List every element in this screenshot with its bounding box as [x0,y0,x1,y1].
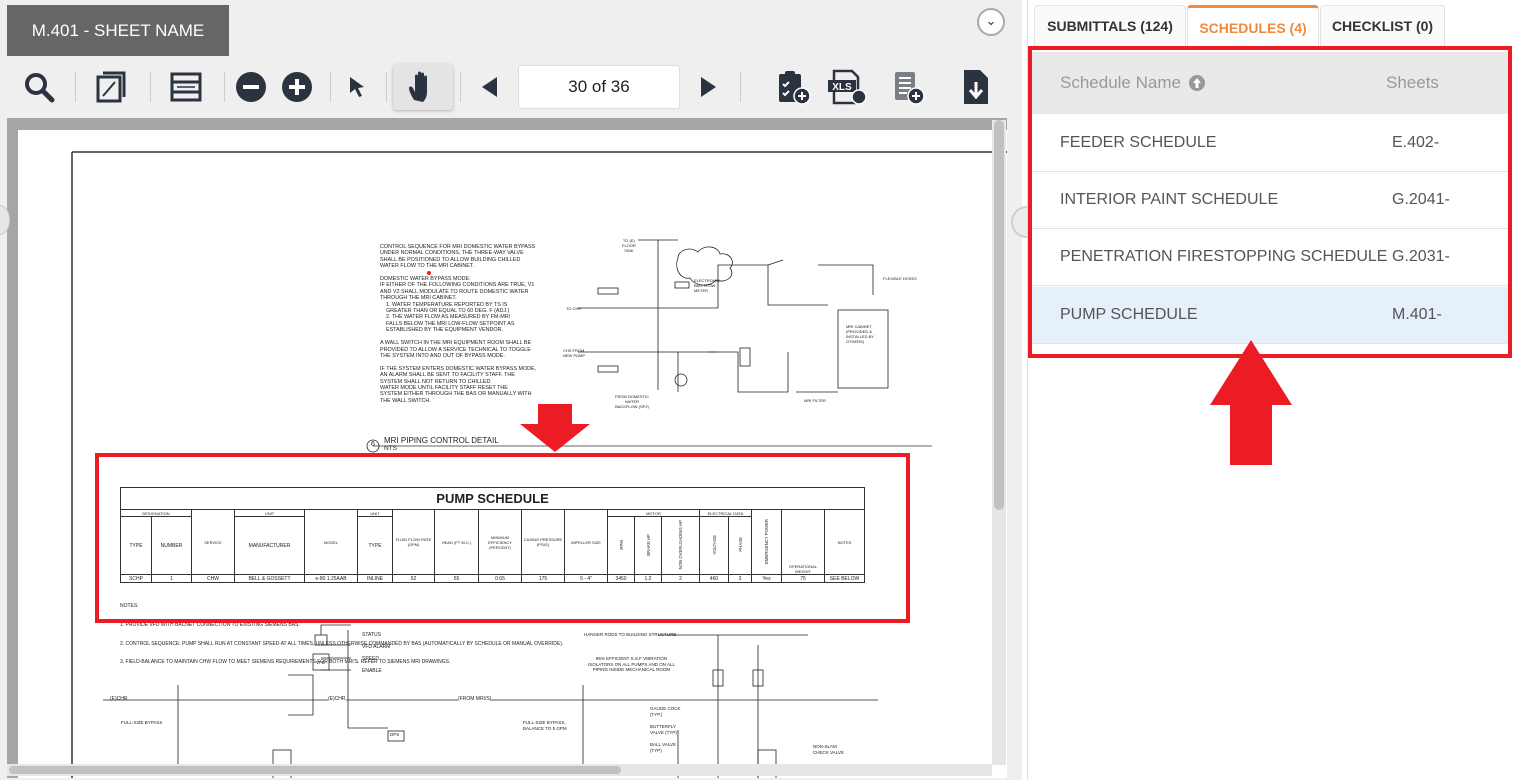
pump-schedule-table: PUMP SCHEDULE DESIGNATION SERVICE UNIT M… [119,487,866,583]
column-header: MINIMUM EFFICIENCY (PERCENT) [478,509,522,575]
sort-ascending-icon[interactable] [1188,75,1205,91]
annotation-dot [427,271,431,275]
vertical-scrollbar[interactable] [992,120,1006,765]
diagram-label: (E)CHR [328,696,346,703]
sheet-tab-label: M.401 - SHEET NAME [31,20,205,40]
svg-text:XLS: XLS [832,82,852,93]
annotation-arrow-up [1210,340,1292,465]
schedule-sheet: G.2041- [1392,191,1450,208]
tab-schedules[interactable]: SCHEDULES (4) [1187,5,1319,48]
document-viewer-pane: M.401 - SHEET NAME ⌄ 30 of 36 XLS [0,0,1043,780]
diagram-label: TO (E) FLOOR SINK [622,238,636,253]
diagram-label: BALL VALVE (TYP) [650,742,676,753]
diagram-label: NON-SLAM CHECK VALVE [813,744,844,755]
add-checklist-icon[interactable] [770,64,816,110]
diagram-label: (E)CHR [110,696,128,702]
download-icon[interactable] [955,64,995,110]
diagram-label: FULL-SIZE BYPASS [121,720,163,725]
diagram-label: GAUGE COCK (TYP.) [650,706,681,717]
horizontal-scrollbar[interactable] [7,764,992,776]
detail-title: MRI PIPING CONTROL DETAIL [384,436,499,445]
previous-page-icon[interactable] [472,64,506,110]
diagram-label: TO CHR [566,306,582,311]
diagram-label: 95% EFFICIENT S.S.F VIBRATION ISOLATORS … [588,656,675,672]
schedule-sheet: E.402- [1392,134,1440,151]
column-header: FLUID FLOW RATE (GPM) [392,509,435,575]
diagram-label: VFD [316,660,325,665]
pan-hand-icon[interactable] [393,64,453,110]
schedule-row[interactable]: INTERIOR PAINT SCHEDULE G.2041- [1032,172,1510,229]
diagram-label: BUTTERFLY VALVE (TYP) [650,724,677,735]
note-line: NOTES: [120,603,139,610]
fit-width-icon[interactable] [165,64,207,110]
schedule-name: PENETRATION FIRESTOPPING SCHEDULE [1060,248,1388,265]
diagram-label: MRI CABINET (PROVIDED & INSTALLED BY OTH… [846,324,874,344]
note-line: 1. PROVIDE VFD WITH BACNET CONNECTION TO… [120,622,300,629]
column-header: NUMBER [151,516,192,575]
pump-schedule-notes: NOTES: 1. PROVIDE VFD WITH BACNET CONNEC… [120,591,563,678]
cell: SEE BELOW [823,574,866,583]
diagram-label: HANGER RODS TO BUILDING STRUCTURE [584,632,677,637]
column-header: MODEL [304,509,358,575]
annotation-highlight-box [1028,46,1512,358]
note-line: 3. FIELD-BALANCE TO MAINTAIN CHW FLOW TO… [120,659,451,666]
diagram-label: CHS FROM NEW PUMP [563,348,585,358]
diagram-label: MRI FILTER [804,398,826,403]
schedule-name: PUMP SCHEDULE [1060,306,1198,323]
schedule-sheet: M.401- [1392,306,1442,323]
tab-checklist[interactable]: CHECKLIST (0) [1320,5,1445,46]
column-header: OPERATIONAL WEIGHT [781,509,825,575]
collapse-chevron-icon[interactable]: ⌄ [977,8,1005,36]
viewer-toolbar: 30 of 36 XLS [0,60,1022,114]
diagram-label: FULL-SIZE BYPASS, BALANCE TO 5 GPM [523,720,567,731]
next-page-icon[interactable] [692,64,726,110]
annotation-arrow-down [520,404,590,452]
schedule-sheet: G.2031- [1392,248,1450,265]
tab-label: SCHEDULES (4) [1199,20,1307,36]
search-icon[interactable] [18,64,60,110]
fit-page-icon[interactable] [90,64,132,110]
detail-number: 6 [371,441,375,448]
diagram-label: (FROM MRI/S) [458,696,492,703]
diagram-label: DPS [390,732,400,737]
note-line: 2. CONTROL SEQUENCE: PUMP SHALL RUN AT C… [120,640,564,647]
zoom-in-icon[interactable] [278,64,316,110]
diagram-label: ELECTRONIC BMS FLOW METER [694,278,720,293]
diagram-label: STATUS [362,632,381,638]
control-sequence-notes: CONTROL SEQUENCE FOR MRI DOMESTIC WATER … [380,244,537,404]
column-label: Schedule Name [1060,73,1181,92]
column-schedule-name[interactable]: Schedule Name [1060,73,1205,93]
column-header: NOTES [823,509,866,575]
schedule-row[interactable]: FEEDER SCHEDULE E.402- [1032,115,1510,172]
annotation-highlight-box [95,453,910,623]
diagram-label: VFD ALARM [362,644,391,650]
diagram-label: ENABLE [362,668,382,674]
column-header: SERVICE [191,509,235,575]
schedule-name: FEEDER SCHEDULE [1060,134,1217,151]
column-sheets[interactable]: Sheets [1386,73,1439,92]
schedules-panel: SUBMITTALS (124) SCHEDULES (4) CHECKLIST… [1027,0,1515,780]
column-header: MANUFACTURER [234,516,305,575]
document-canvas[interactable]: CONTROL SEQUENCE FOR MRI DOMESTIC WATER … [7,118,1007,778]
xls-export-icon[interactable]: XLS [822,64,872,110]
schedule-name: INTERIOR PAINT SCHEDULE [1060,191,1279,208]
drawing-linework [71,151,1007,778]
diagram-label: SPEED [362,656,379,662]
page-number-input[interactable]: 30 of 36 [518,65,680,109]
detail-scale: NTS [384,445,397,452]
diagram-label: FLEXIBLE HOSES [883,276,917,281]
diagram-label: FROM DOMESTIC WATER BACKFLOW (SP2) [615,394,649,409]
tab-label: SUBMITTALS (124) [1047,18,1173,34]
schedule-row-selected[interactable]: PUMP SCHEDULE M.401- [1032,287,1510,344]
schedule-table-header: Schedule Name Sheets [1032,52,1510,114]
zoom-out-icon[interactable] [232,64,270,110]
sheet-tab[interactable]: M.401 - SHEET NAME [7,5,229,56]
tab-label: CHECKLIST (0) [1331,18,1434,34]
select-pointer-icon[interactable] [338,64,376,110]
tab-submittals[interactable]: SUBMITTALS (124) [1034,5,1186,46]
add-schedule-icon[interactable] [884,64,930,110]
